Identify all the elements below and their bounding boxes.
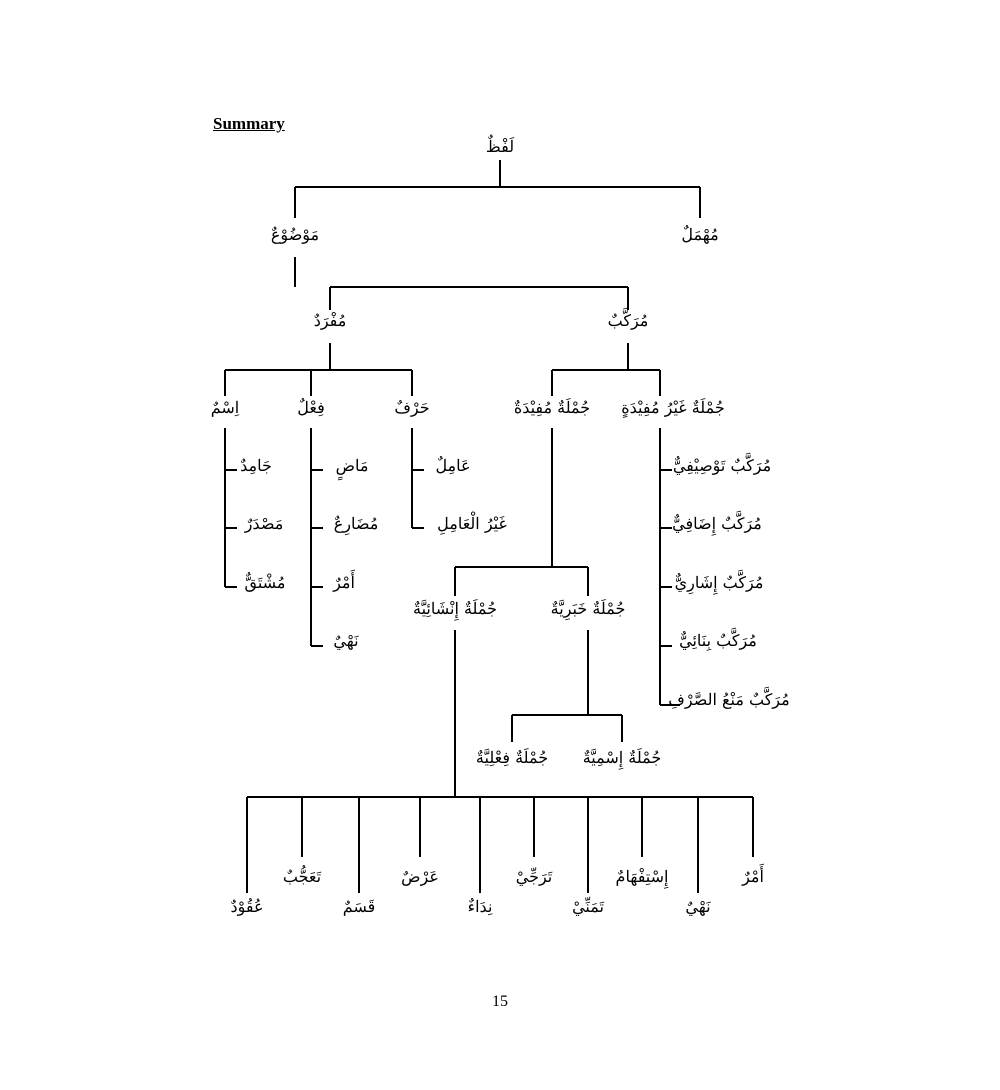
tree-node-istifham: إِسْتِفْهَامٌ bbox=[616, 867, 670, 889]
tree-node-root: لَفْظٌ bbox=[486, 134, 515, 156]
tree-node-muhmal: مُهْمَلٌ bbox=[681, 225, 718, 244]
tree-node-binai: مُرَكَّبٌ بِنَائِيٌّ bbox=[679, 626, 757, 651]
tree-node-harf: حَرْفٌ bbox=[394, 398, 429, 417]
tree-node-jamid: جَامِدٌ bbox=[240, 456, 272, 475]
tree-node-mushtaqq: مُشْتَقٌّ bbox=[244, 572, 285, 592]
tree-node-jumla-mufida: جُمْلَةٌ مُفِيْدَةٌ bbox=[514, 397, 590, 417]
page-number: 15 bbox=[492, 993, 508, 1010]
tree-node-ard: عَرْضٌ bbox=[401, 867, 439, 886]
tree-node-tarajji: تَرَجِّيْ bbox=[516, 867, 553, 886]
tree-node-amr: أَمْرٌ bbox=[332, 569, 356, 592]
summary-heading: Summary bbox=[213, 114, 285, 133]
tree-node-ishari: مُرَكَّبٌ إِشَارِيٌّ bbox=[675, 568, 764, 595]
tree-node-mawdu: مَوْضُوْعٌ bbox=[271, 225, 319, 244]
tree-node-idafi: مُرَكَّبٌ إِضَافِيٌّ bbox=[672, 509, 762, 536]
tree-node-tawsifi: مُرَكَّبٌ تَوْصِيْفِيٌّ bbox=[673, 451, 771, 475]
tree-node-taajjub: تَعَجُّبٌ bbox=[283, 865, 322, 886]
tree-node-madi: مَاضٍ bbox=[336, 456, 369, 480]
tree-node-jumla-ghayr-mufida: جُمْلَةٌ غَيْرُ مُفِيْدَةٍ bbox=[621, 397, 724, 418]
tree-node-nahy: نَهْيٌ bbox=[333, 631, 359, 650]
tree-node-ghayr-amil: غَيْرُ الْعَامِلِ bbox=[437, 510, 507, 535]
tree-node-mufrad: مُفْرَدٌ bbox=[314, 311, 347, 330]
tree-node-tamanni: تَمَنِّيْ bbox=[572, 897, 605, 916]
tree-node-qasam: قَسَمٌ bbox=[343, 897, 376, 916]
tree-node-murakkab: مُرَكَّبٌ bbox=[608, 306, 649, 330]
tree-node-fil: فِعْلٌ bbox=[297, 398, 324, 417]
tree-node-khabariyya: جُمْلَةٌ خَبَرِيَّةٌ bbox=[551, 598, 626, 620]
tree-node-inshaiyya: جُمْلَةٌ إِنْشَائِيَّةٌ bbox=[413, 598, 497, 621]
tree-node-amr2: أَمْرٌ bbox=[741, 863, 765, 886]
tree-node-ism: اِسْمٌ bbox=[211, 398, 240, 417]
tree-node-amil: عَامِلٌ bbox=[435, 456, 470, 475]
tree-node-filiyya: جُمْلَةٌ فِعْلِيَّةٌ bbox=[476, 747, 548, 767]
tree-node-man-sarf: مُرَكَّبٌ مَنْعُ الصَّرْفِ bbox=[668, 685, 789, 709]
tree-node-ismiyya: جُمْلَةٌ إِسْمِيَّةٌ bbox=[583, 747, 662, 770]
tree-node-masdar: مَصْدَرٌ bbox=[244, 514, 284, 533]
tree-node-nahy2: نَهْيٌ bbox=[685, 897, 711, 916]
tree-node-nida: نِدَاءٌ bbox=[468, 897, 494, 916]
tree-node-mudari: مُضَارِعٌ bbox=[334, 514, 379, 536]
tree-node-uqud: عُقُوْدٌ bbox=[230, 897, 263, 916]
